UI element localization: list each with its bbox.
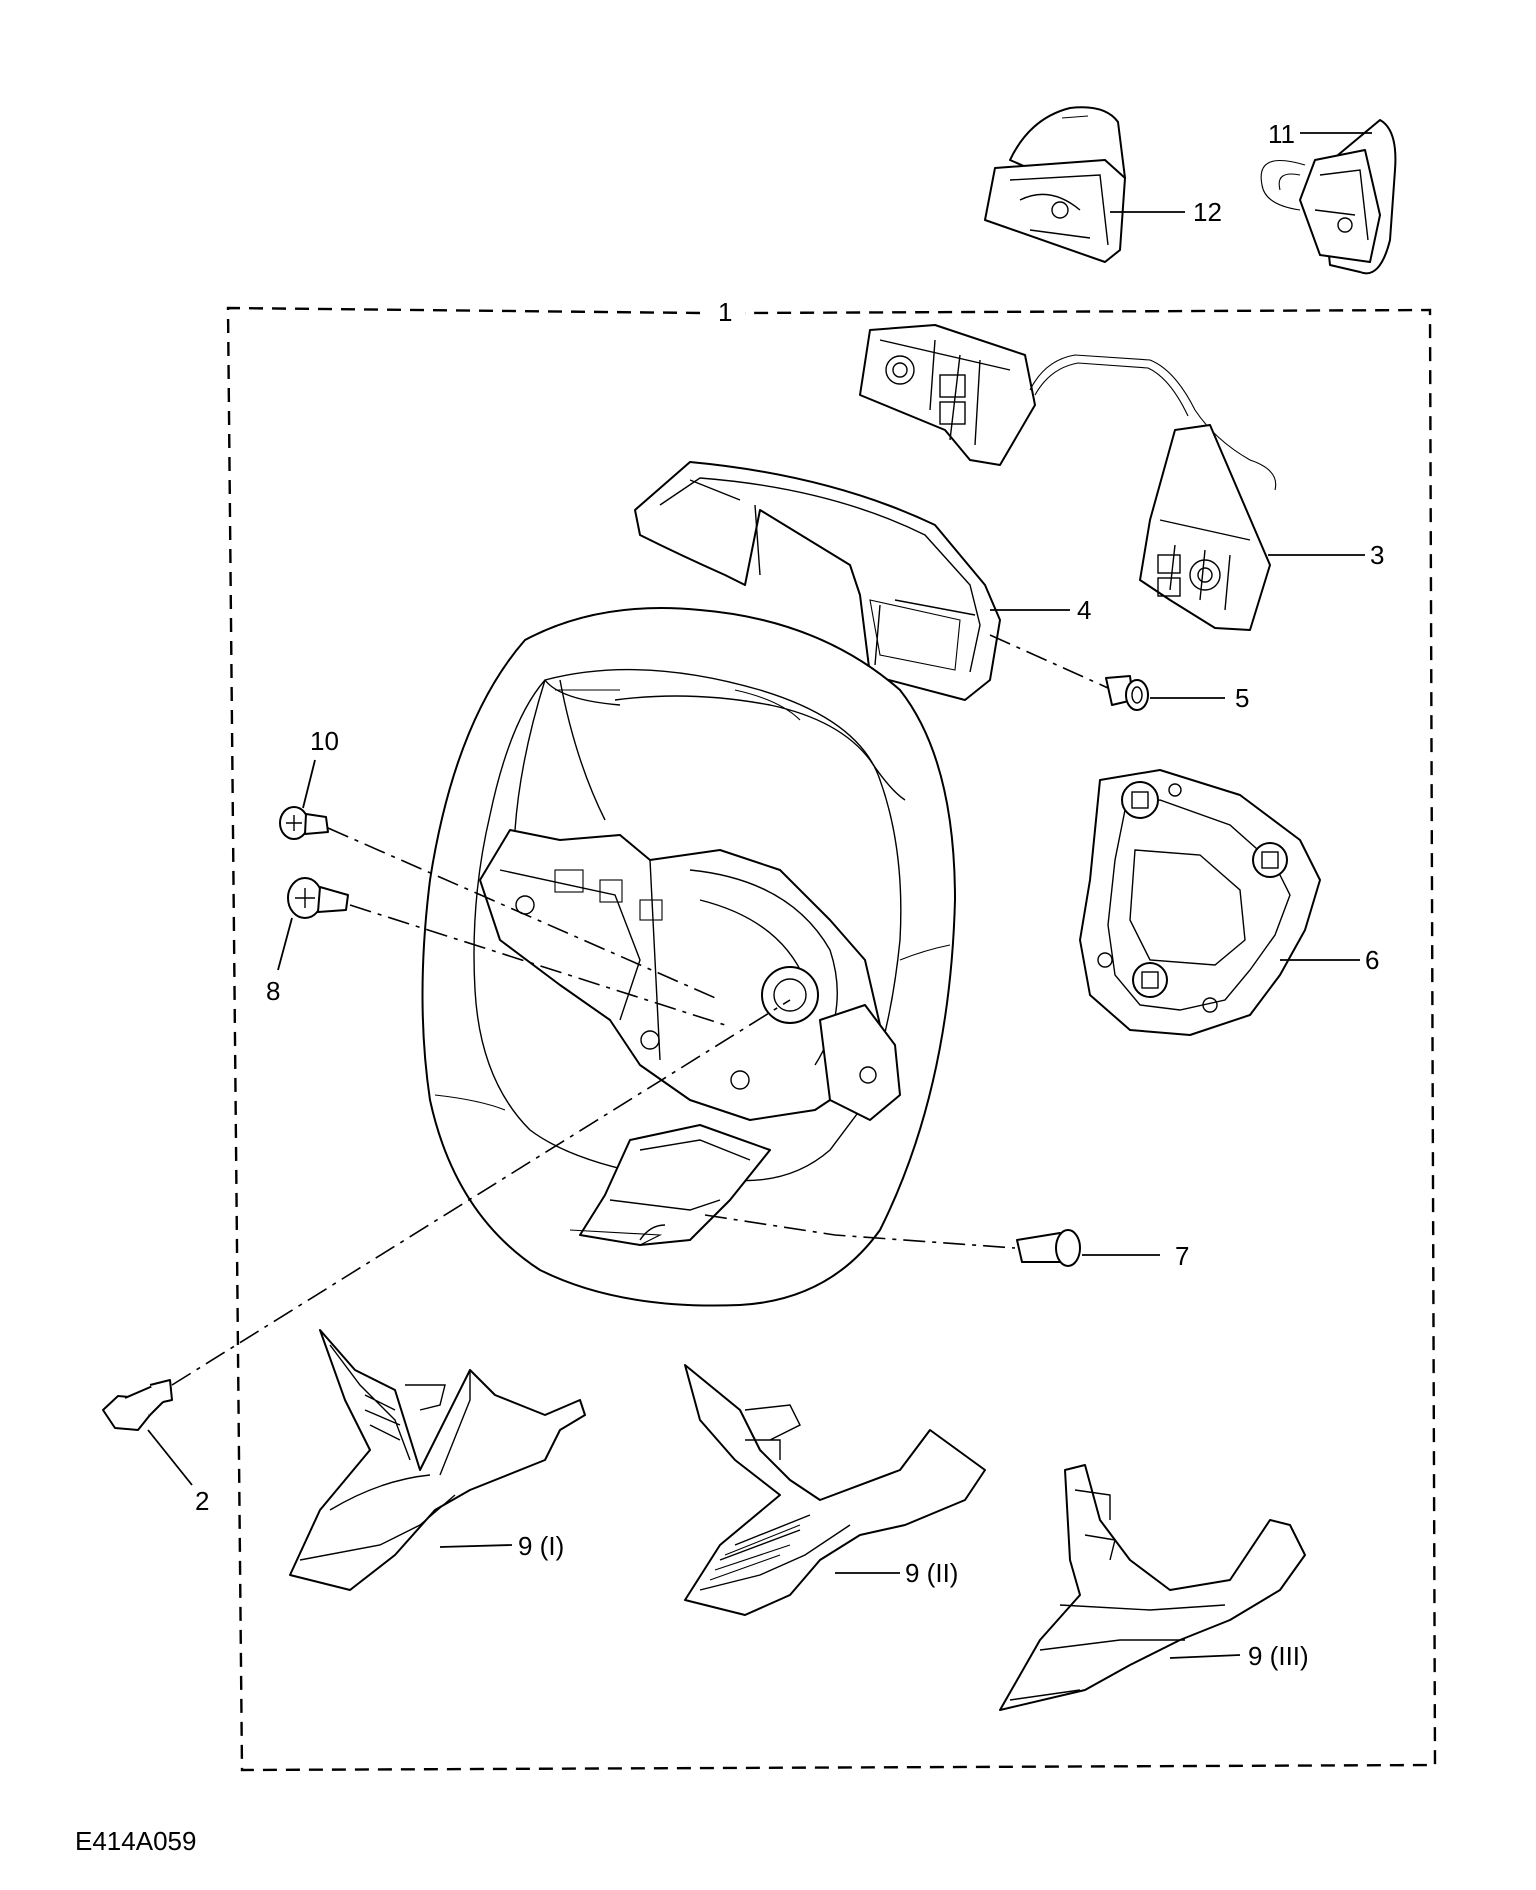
- bolt-2: [102, 1379, 173, 1431]
- callout-6: 6: [1365, 945, 1379, 975]
- callout-7: 7: [1175, 1241, 1189, 1271]
- callout-11: 11: [1268, 119, 1295, 149]
- assembly-line-5: [989, 634, 1109, 689]
- paddle-shifter-right: [1260, 119, 1397, 275]
- assembly-line-10: [327, 827, 721, 1001]
- assembly-boundary: [226, 306, 1437, 1772]
- callout-1: 1: [718, 297, 732, 327]
- switch-bezel-trim: [634, 461, 1001, 701]
- screw-8: [287, 877, 349, 919]
- callout-2: 2: [195, 1486, 209, 1516]
- leader-9-i: [439, 1544, 513, 1548]
- callout-9-ii: 9 (II): [905, 1558, 958, 1588]
- assembly-line-7: [704, 1214, 1016, 1249]
- bolt-7: [1016, 1229, 1081, 1267]
- callout-9-iii: 9 (III): [1248, 1641, 1309, 1671]
- callout-5: 5: [1235, 683, 1249, 713]
- lower-trim-cover-ii: [684, 1364, 986, 1616]
- leader-8: [277, 917, 293, 971]
- screw-10: [279, 806, 329, 840]
- assembly-line-2: [171, 999, 791, 1386]
- leader-2: [147, 1429, 193, 1486]
- bezel-screw: [1105, 675, 1149, 711]
- lower-trim-cover-iii: [999, 1464, 1306, 1711]
- callout-4: 4: [1077, 595, 1091, 625]
- callout-12: 12: [1193, 197, 1222, 227]
- leader-10: [302, 759, 316, 809]
- callout-9-i: 9 (I): [518, 1531, 564, 1561]
- leader-9-iii: [1169, 1654, 1241, 1659]
- paddle-shifter-left: [984, 106, 1126, 263]
- callout-3: 3: [1370, 540, 1384, 570]
- steering-wheel: [421, 607, 956, 1307]
- lower-trim-cover-i: [289, 1329, 586, 1591]
- switch-pack-assembly: [859, 324, 1277, 631]
- assembly-line-8: [349, 904, 726, 1026]
- callout-8: 8: [266, 976, 280, 1006]
- switch-mounting-plate: [1079, 769, 1321, 1036]
- drawing-code: E414A059: [75, 1826, 196, 1856]
- callout-10: 10: [310, 726, 339, 756]
